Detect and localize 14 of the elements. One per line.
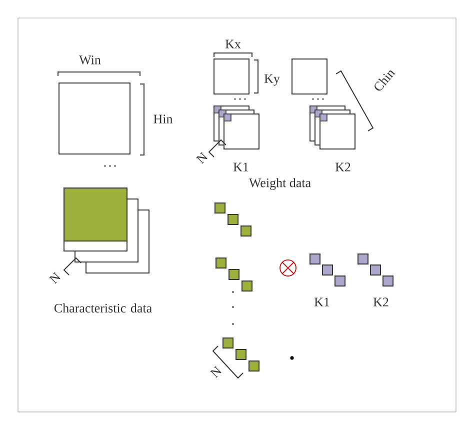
dimension-label: N	[48, 272, 60, 284]
caption-label: Weight data	[248, 178, 311, 190]
dimension-label: Chin	[374, 70, 396, 91]
dimension-label: Win	[79, 56, 101, 64]
dimension-label: N	[196, 152, 208, 164]
kernel-label: K2	[373, 298, 388, 306]
kernel-label: K1	[233, 162, 248, 172]
dimension-label: Hin	[154, 114, 173, 124]
caption-label: Characteristic data	[54, 303, 152, 313]
dimension-label: Kx	[225, 40, 241, 48]
kernel-label: K2	[335, 162, 350, 172]
dimension-label: Ky	[264, 74, 280, 86]
kernel-label: K1	[314, 298, 330, 306]
dimension-label: N	[210, 366, 222, 378]
